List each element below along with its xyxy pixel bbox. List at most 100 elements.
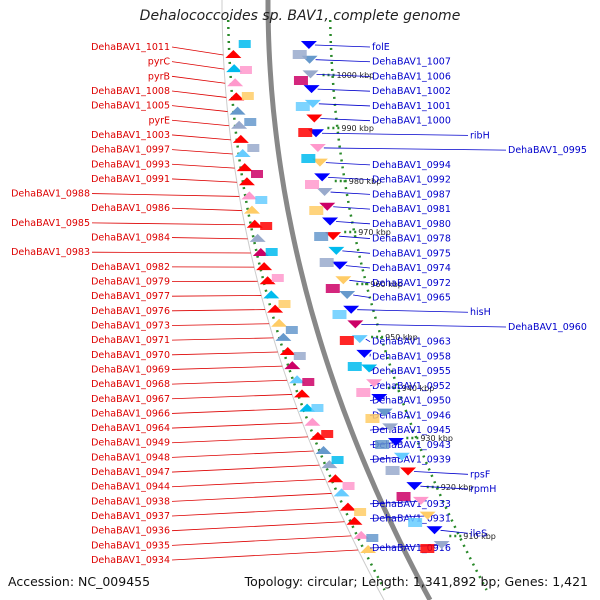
right-leader-line [323, 147, 507, 151]
left-gene-label: DehaBAV1_0964 [91, 423, 170, 434]
reverse-gene-arrow [376, 408, 393, 417]
left-leader-line [171, 450, 314, 458]
feature-block [321, 430, 334, 438]
left-leader-line [171, 61, 225, 70]
left-leader-line [171, 422, 303, 429]
reverse-gene-arrow [325, 232, 342, 241]
reverse-gene-arrow [306, 114, 323, 123]
left-gene-label: DehaBAV1_0976 [91, 306, 170, 317]
feature-block [292, 50, 307, 59]
forward-gene-arrow [249, 233, 266, 242]
right-gene-label: DehaBAV1_0981 [372, 204, 451, 215]
kbp-label: 930 kbp [420, 434, 453, 443]
right-leader-line [440, 529, 469, 534]
right-gene-label: DehaBAV1_0978 [372, 234, 451, 245]
reverse-gene-arrow [343, 305, 360, 314]
right-gene-label: DehaBAV1_0974 [372, 263, 451, 274]
reverse-gene-arrow [339, 291, 356, 299]
feature-block [319, 258, 334, 267]
right-gene-label: DehaBAV1_0960 [508, 322, 587, 333]
right-leader-line [349, 279, 371, 284]
left-leader-line [171, 493, 332, 502]
reverse-gene-arrow [331, 261, 348, 270]
feature-block [356, 388, 371, 397]
reverse-gene-arrow [371, 393, 388, 402]
forward-gene-arrow [315, 446, 332, 454]
feature-block [365, 414, 380, 423]
reverse-gene-arrow [314, 173, 331, 182]
forward-gene-arrow [289, 375, 306, 384]
right-leader-line [357, 309, 469, 313]
feature-block [251, 170, 264, 178]
feature-block [331, 456, 344, 464]
kbp-label: 980 kbp [349, 177, 382, 186]
forward-gene-arrow [327, 474, 344, 483]
forward-gene-arrow [360, 545, 377, 553]
right-gene-label: DehaBAV1_0995 [508, 145, 587, 156]
left-leader-line [171, 394, 293, 400]
left-gene-label: DehaBAV1_0935 [91, 540, 170, 551]
left-leader-line [171, 464, 320, 473]
feature-block [239, 66, 252, 74]
right-gene-label: DehaBAV1_0943 [372, 440, 451, 451]
feature-block [354, 508, 367, 516]
left-leader-line [171, 436, 308, 444]
left-gene-label: DehaBAV1_0985 [11, 218, 90, 229]
left-gene-label: DehaBAV1_0948 [91, 452, 170, 463]
right-leader-line [328, 176, 371, 181]
forward-gene-arrow [256, 262, 273, 271]
right-gene-label: hisH [470, 307, 491, 318]
right-gene-label: DehaBAV1_0945 [372, 425, 451, 436]
right-gene-label: DehaBAV1_0972 [372, 278, 451, 289]
left-leader-line [171, 134, 231, 141]
feature-block [347, 362, 362, 371]
forward-gene-arrow [241, 191, 258, 200]
inner-track-line [221, 0, 385, 600]
reverse-gene-arrow [387, 438, 404, 447]
left-gene-label: pyrC [148, 57, 171, 68]
forward-gene-arrow [232, 134, 249, 143]
feature-block [241, 92, 254, 100]
forward-gene-arrow [243, 205, 260, 214]
forward-gene-arrow [339, 502, 356, 511]
feature-block [255, 196, 268, 204]
left-leader-line [171, 478, 326, 488]
left-gene-label: DehaBAV1_0970 [91, 350, 170, 361]
feature-block [332, 310, 347, 319]
forward-gene-arrow [229, 106, 246, 115]
forward-gene-arrow [225, 50, 242, 58]
right-gene-label: DehaBAV1_0975 [372, 248, 451, 259]
forward-gene-arrow [231, 120, 248, 129]
right-leader-line [314, 44, 371, 48]
left-gene-label: pyrB [148, 71, 170, 82]
forward-gene-arrow [259, 276, 276, 285]
forward-gene-arrow [236, 163, 253, 172]
reverse-gene-arrow [393, 452, 410, 461]
feature-block [314, 232, 329, 241]
left-leader-line [171, 46, 224, 56]
left-gene-label: DehaBAV1_0991 [91, 174, 170, 185]
right-gene-label: folE [372, 42, 390, 53]
right-gene-label: DehaBAV1_0955 [372, 366, 451, 377]
kbp-label: 920 kbp [441, 483, 474, 492]
kbp-label: 910 kbp [463, 532, 496, 541]
forward-gene-arrow [263, 290, 280, 299]
left-leader-line [171, 207, 242, 211]
accession-label: Accession: NC_009455 [8, 574, 151, 589]
feature-block [295, 102, 310, 111]
reverse-gene-arrow [419, 511, 436, 520]
right-leader-line [342, 250, 371, 254]
reverse-gene-arrow [302, 70, 319, 79]
forward-gene-arrow [275, 332, 292, 341]
feature-block [375, 440, 390, 449]
backbone-arc [265, 0, 433, 600]
reverse-gene-arrow [426, 526, 443, 535]
feature-block [302, 378, 315, 386]
forward-gene-arrow [228, 92, 245, 101]
right-leader-line [315, 59, 371, 63]
reverse-gene-arrow [400, 467, 417, 476]
right-gene-label: DehaBAV1_0980 [372, 219, 451, 230]
reverse-gene-arrow [328, 246, 345, 255]
left-gene-label: DehaBAV1_0936 [91, 526, 170, 537]
left-gene-label: DehaBAV1_0986 [91, 203, 170, 214]
